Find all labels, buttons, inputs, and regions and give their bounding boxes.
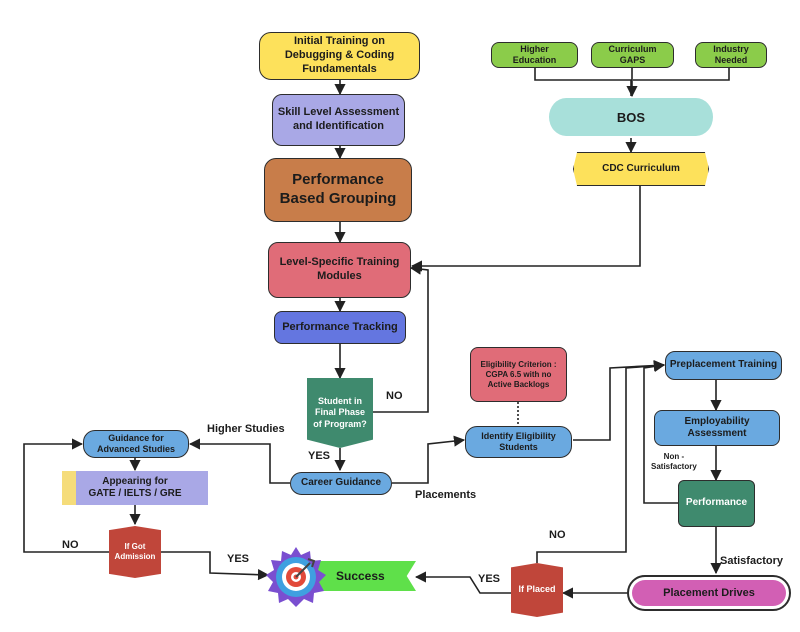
skill-assessment-node: Skill Level Assessment and Identificatio… bbox=[272, 94, 405, 146]
success-label: Success bbox=[336, 569, 385, 583]
arrow-placed-no-loop bbox=[536, 360, 666, 563]
no-placed-label: NO bbox=[549, 529, 566, 541]
curriculum-gaps-node: Curriculum GAPS bbox=[591, 42, 674, 68]
arrow-placed-yes-success bbox=[414, 571, 511, 594]
yes-admission-label: YES bbox=[227, 553, 250, 565]
if-placed-decision: If Placed bbox=[511, 563, 563, 617]
level-training-node: Level-Specific Training Modules bbox=[268, 242, 411, 298]
arrow-industry-to-bos bbox=[633, 68, 730, 81]
admission-decision: If Got Admission bbox=[109, 526, 161, 578]
advanced-studies-node: Guidance for Advanced Studies bbox=[83, 430, 189, 458]
bos-scroll-node: BOS bbox=[549, 98, 713, 136]
cdc-curriculum-node: CDC Curriculum bbox=[573, 152, 709, 186]
employability-assessment-node: Employability Assessment bbox=[654, 410, 780, 446]
higher-studies-label: Higher Studies bbox=[207, 423, 285, 435]
appearing-for-node: Appearing for GATE / IELTS / GRE bbox=[62, 471, 208, 505]
higher-education-node: Higher Education bbox=[491, 42, 578, 68]
bos-label: BOS bbox=[616, 109, 646, 125]
performance-tracking-node: Performance Tracking bbox=[274, 311, 406, 344]
target-badge-icon bbox=[266, 547, 326, 607]
initial-training-node: Initial Training on Debugging & Coding F… bbox=[259, 32, 420, 80]
preplacement-training-node: Preplacement Training bbox=[665, 351, 782, 380]
placements-label: Placements bbox=[415, 489, 477, 501]
non-satisfactory-label: Non - Satisfactory bbox=[651, 452, 697, 472]
eligibility-criterion-node: Eligibility Criterion : CGPA 6.5 with no… bbox=[470, 347, 567, 402]
arrow-admission-no-loop bbox=[23, 438, 109, 553]
yes-placed-label: YES bbox=[478, 573, 501, 585]
placement-drives-pill: Placement Drives bbox=[632, 580, 786, 606]
industry-needed-node: Industry Needed bbox=[695, 42, 767, 68]
satisfactory-label: Satisfactory bbox=[720, 555, 783, 567]
arrow-career-to-guidance bbox=[188, 438, 290, 484]
career-guidance-node: Career Guidance bbox=[290, 472, 392, 495]
identify-eligibility-node: Identify Eligibility Students bbox=[465, 426, 572, 458]
final-phase-decision: Student in Final Phase of Program? bbox=[307, 378, 373, 448]
arrow-career-to-identify bbox=[392, 435, 466, 484]
yes-final-phase-label: YES bbox=[308, 450, 331, 462]
performance-grouping-node: Performance Based Grouping bbox=[264, 158, 412, 222]
arrow-higher-ed-to-bos bbox=[534, 68, 632, 96]
no-admission-label: NO bbox=[62, 539, 79, 551]
no-final-phase-label: NO bbox=[386, 390, 403, 402]
arrow-identify-to-preplacement bbox=[573, 359, 666, 441]
placement-drives-node: Placement Drives bbox=[627, 575, 791, 611]
arrow-cdc-to-level bbox=[410, 186, 641, 272]
arrow-admission-yes-success bbox=[161, 551, 270, 581]
performance-node: Performance bbox=[678, 480, 755, 527]
